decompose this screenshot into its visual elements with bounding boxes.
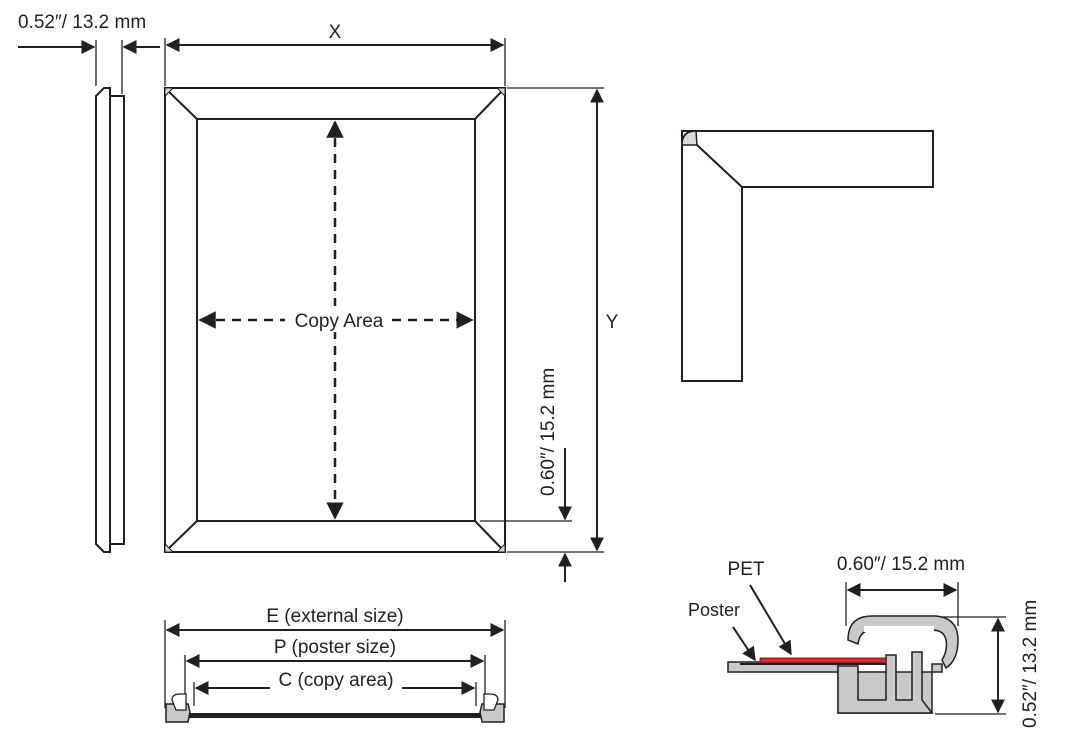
bottom-section-view: E (external size) P (poster size) C (cop…: [164, 606, 506, 723]
pet-film: [759, 657, 887, 664]
copy-area-label: Copy Area: [295, 311, 384, 332]
y-dimension-label: Y: [606, 312, 619, 333]
side-profile-view: 0.52″/ 13.2 mm: [18, 12, 160, 553]
pet-label: PET: [728, 559, 765, 580]
external-size-label: E (external size): [266, 606, 403, 627]
poster-label: Poster: [688, 600, 740, 620]
poster-sheet: [740, 663, 886, 665]
x-dimension-label: X: [329, 22, 342, 43]
copy-area-label-bg: [286, 306, 390, 332]
profile-cross-section: PET Poster 0.60″/ 15.2 mm 0.52″/ 13.2 mm: [688, 554, 1041, 728]
front-view-frame: X Y Copy Area 0.60″/ 15.2 mm: [164, 22, 619, 582]
poster-size-label: P (poster size): [274, 637, 396, 658]
copy-area-size-label: C (copy area): [278, 670, 393, 691]
border-width-label: 0.60″/ 15.2 mm: [538, 368, 559, 496]
profile-width-label: 0.60″/ 15.2 mm: [837, 554, 965, 575]
profile-height-label: 0.52″/ 13.2 mm: [1020, 600, 1041, 728]
side-thickness-label: 0.52″/ 13.2 mm: [18, 12, 146, 33]
corner-detail-view: [681, 130, 934, 382]
